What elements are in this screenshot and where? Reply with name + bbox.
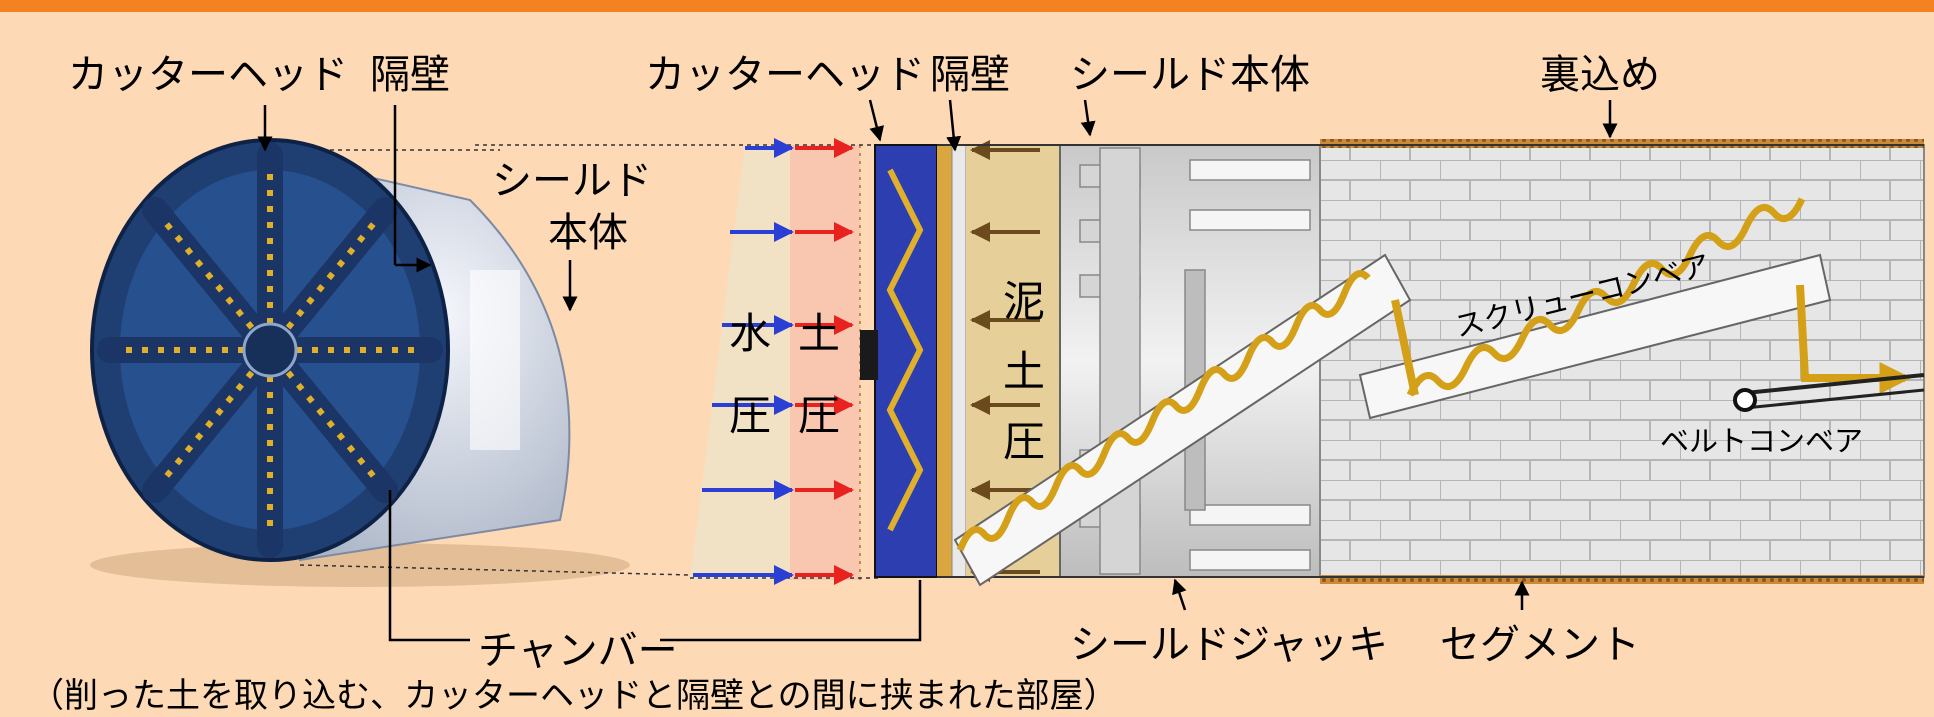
cutterhead-icon — [90, 138, 450, 562]
chamber-label: チャンバー — [478, 628, 678, 674]
backfill-label: 裏込め — [1540, 52, 1660, 98]
chamber-zone — [937, 145, 955, 577]
tunnel-cross-section — [475, 138, 1925, 587]
bulkhead-section — [951, 144, 967, 578]
left-shield-machine — [90, 138, 691, 587]
earth-pressure-arrows — [795, 138, 854, 585]
water-pressure-label-1: 水 — [728, 309, 771, 358]
left-shield-body-label-line2: 本体 — [548, 210, 628, 256]
water-pressure-label-2: 圧 — [728, 391, 771, 440]
left-shield-body-label-line1: シールド — [492, 158, 652, 204]
earth-pressure-zone — [790, 145, 860, 580]
mud-pressure-label-1: 泥 — [1002, 277, 1045, 326]
segment-label: セグメント — [1440, 622, 1640, 668]
mud-pressure-label-3: 圧 — [1002, 417, 1045, 466]
earth-pressure-label-1: 土 — [797, 309, 840, 358]
belt-conveyor-label: ベルトコンベア — [1660, 424, 1864, 458]
backfill-bottom — [1320, 575, 1924, 584]
earth-pressure-label-2: 圧 — [797, 391, 840, 440]
left-bulkhead-label: 隔壁 — [370, 52, 450, 98]
belt-conveyor-icon — [1733, 373, 1925, 412]
screw-conveyor-icon — [953, 197, 1912, 587]
water-pressure-arrows — [693, 138, 794, 585]
right-bulkhead-label: 隔壁 — [930, 52, 1010, 98]
top-bar — [0, 0, 1934, 12]
backfill-top — [1320, 139, 1924, 148]
right-cutterhead-label: カッターヘッド — [645, 52, 925, 98]
left-cutterhead-label: カッターヘッド — [68, 52, 348, 98]
water-pressure-zone — [690, 145, 815, 580]
shield-jack-label: シールドジャッキ — [1070, 622, 1388, 668]
right-shield-body-label: シールド本体 — [1070, 52, 1310, 98]
cutterhead-section — [874, 144, 938, 578]
mud-pressure-label-2: 土 — [1002, 347, 1045, 396]
chamber-caption: （削った土を取り込む、カッターヘッドと隔壁との間に挟まれた部屋） — [30, 676, 1118, 716]
leader-lines — [257, 99, 1618, 642]
